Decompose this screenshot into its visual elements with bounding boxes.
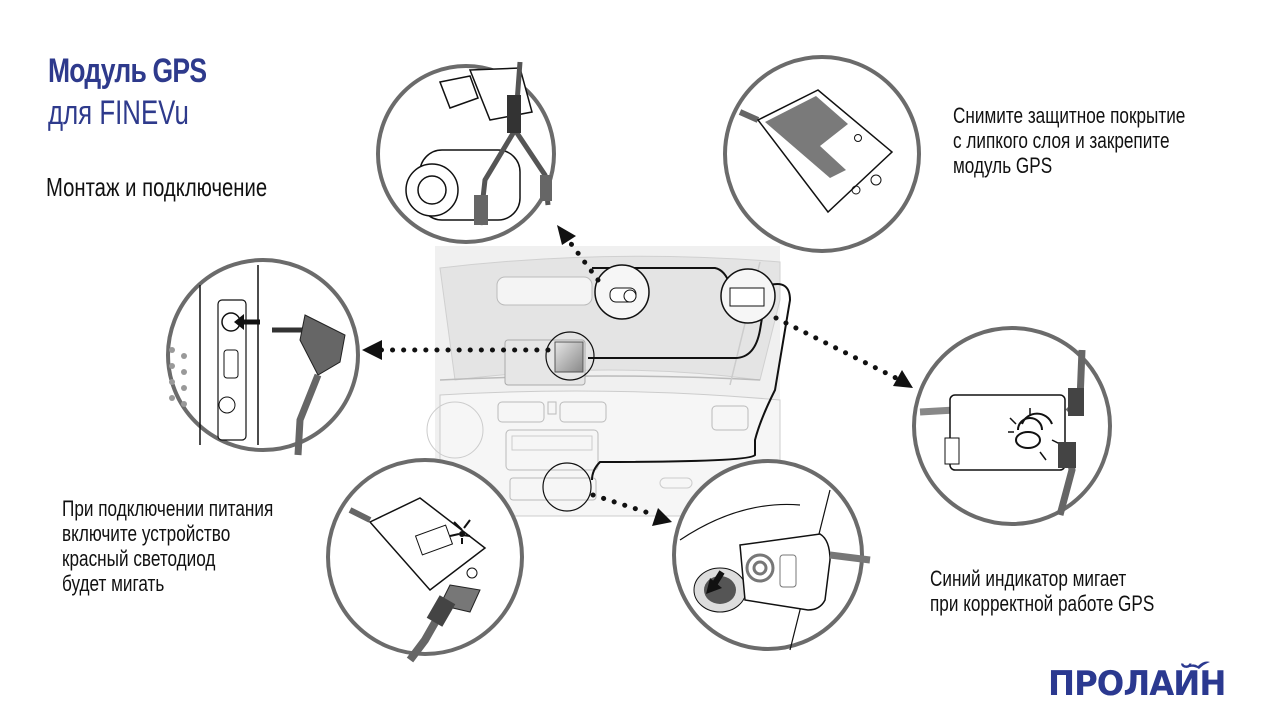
page-subtitle: для FINEVu xyxy=(48,94,189,132)
arrowhead-blue-led xyxy=(893,370,913,388)
arrowhead-dashcam xyxy=(557,225,576,245)
note-line: При подключении питания xyxy=(62,496,274,521)
callout-blue-led xyxy=(912,326,1112,526)
arrowhead-socket xyxy=(652,508,672,526)
arrow-to-dashcam xyxy=(563,234,601,283)
note-line: красный светодиод xyxy=(62,546,216,571)
page-title: Модуль GPS xyxy=(48,52,207,90)
arrow-to-blue-led xyxy=(773,315,903,383)
note-line: модуль GPS xyxy=(953,153,1053,178)
brand-logo: ПРОЛАЙН xyxy=(1048,664,1226,704)
note-line: будет мигать xyxy=(62,571,165,596)
socket-spot xyxy=(542,462,592,512)
callout-av-jack xyxy=(166,258,360,456)
callout-red-led xyxy=(326,458,524,663)
note-line: Снимите защитное покрытие xyxy=(953,103,1186,128)
dotted-arrows xyxy=(375,234,903,518)
note-line: при корректной работе GPS xyxy=(930,591,1155,616)
rearview-mirror xyxy=(496,276,593,306)
note-blue-led: Синий индикатор мигает при корректной ра… xyxy=(930,566,1154,616)
callout-gps-module xyxy=(723,55,921,253)
note-line: Синий индикатор мигает xyxy=(930,566,1127,591)
section-heading: Монтаж и подключение xyxy=(46,172,268,202)
note-line: включите устройство xyxy=(62,521,231,546)
arrowhead-jack xyxy=(362,340,382,360)
callout-dashcam xyxy=(376,61,556,244)
arrow-to-socket xyxy=(590,492,658,518)
navigator-port-spot xyxy=(545,331,595,381)
bird-icon xyxy=(1186,661,1210,669)
note-line: с липкого слоя и закрепите xyxy=(953,128,1170,153)
note-gps-mount: Снимите защитное покрытие с липкого слоя… xyxy=(953,103,1185,178)
callout-cigarette-socket xyxy=(672,459,871,651)
note-power-on: При подключении питания включите устройс… xyxy=(62,496,273,596)
